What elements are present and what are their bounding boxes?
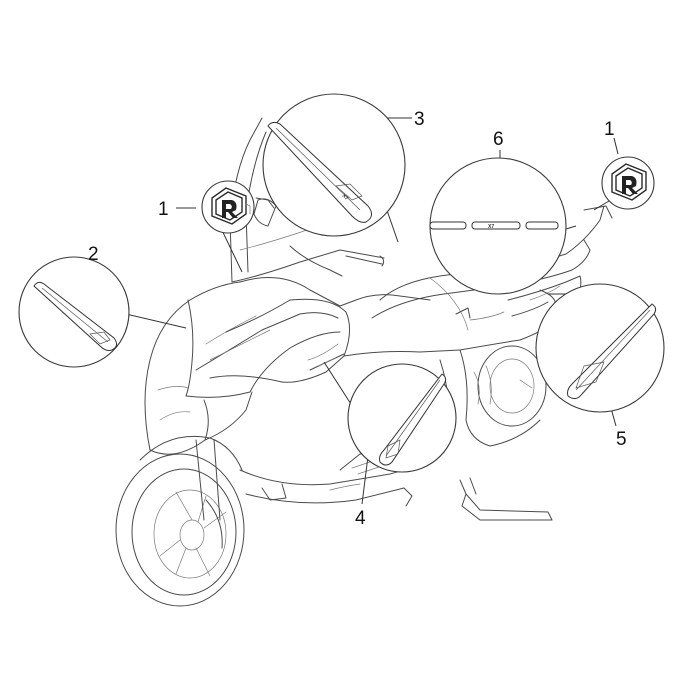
detail-circle-3: X7 (262, 93, 406, 237)
front-wheel (115, 453, 245, 607)
detail-circle-6: X7 (429, 157, 567, 295)
callout-labels: 1 1 2 3 4 5 6 (88, 109, 627, 529)
decal-text-x7-strip: X7 (488, 224, 494, 230)
detail-circle-4 (347, 363, 457, 473)
callout-label-2: 2 (88, 244, 99, 265)
callout-label-3: 3 (414, 109, 425, 130)
callout-label-4: 4 (355, 508, 366, 529)
decal-text-x7-windscreen: X7 (341, 193, 350, 202)
detail-circle-1-left (201, 180, 255, 234)
front-fairing (144, 277, 341, 455)
callout-label-1-left: 1 (158, 199, 169, 220)
detail-circle-1-right (601, 156, 655, 210)
detail-circle-5 (535, 283, 665, 413)
engine-rear-wheel (439, 345, 547, 447)
callout-label-5: 5 (616, 429, 627, 450)
callout-label-1-right: 1 (604, 119, 615, 140)
callout-label-6: 6 (493, 129, 504, 150)
center-body (209, 294, 461, 383)
detail-circle-2 (18, 256, 130, 368)
